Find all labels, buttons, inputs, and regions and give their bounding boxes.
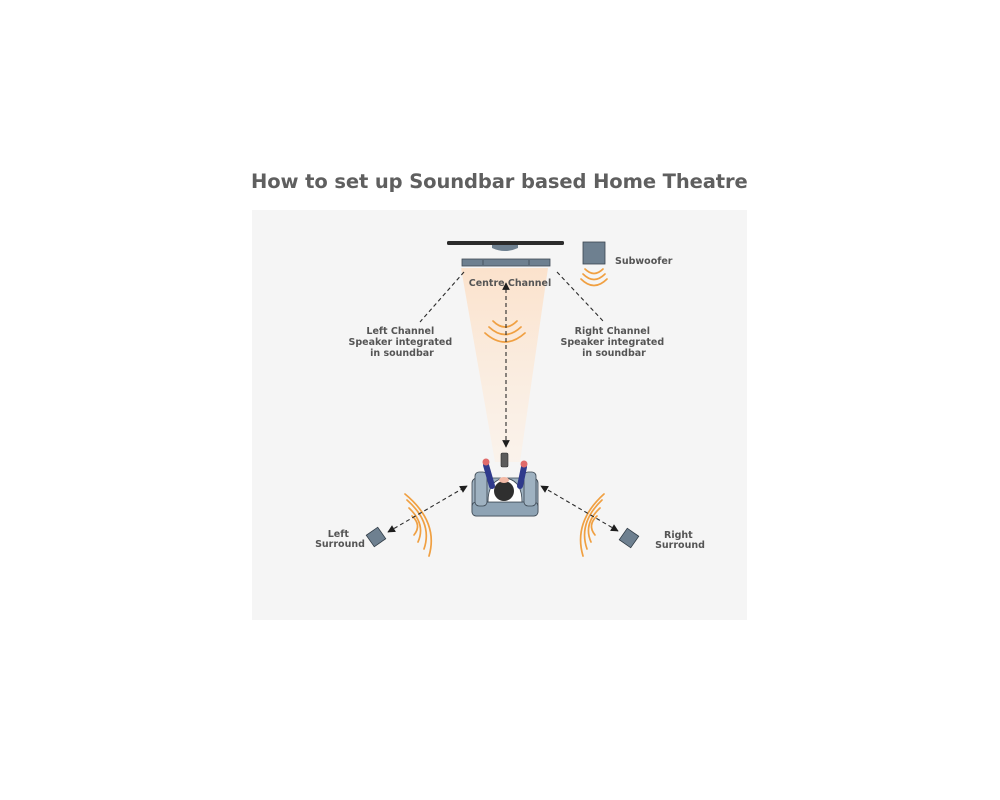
subwoofer-label: Subwoofer xyxy=(615,256,673,267)
subwoofer-sound-wave-icon xyxy=(580,268,608,287)
right-surround-label: Right Surround xyxy=(655,530,705,551)
left-surround-arrow xyxy=(387,485,468,533)
right-surround-arrow xyxy=(540,485,619,532)
diagram-title: How to set up Soundbar based Home Theatr… xyxy=(251,170,748,193)
right-surround-sound-wave-icon xyxy=(579,493,605,557)
diagram-panel: Subwoofer Centre Channel Left Channel Sp… xyxy=(252,210,747,620)
left-surround-speaker-icon xyxy=(365,526,387,548)
person-in-armchair-icon xyxy=(471,452,539,517)
left-surround-sound-wave-icon xyxy=(404,493,433,557)
subwoofer-icon xyxy=(582,241,606,265)
right-channel-leader xyxy=(556,271,605,323)
home-theatre-diagram: Subwoofer Centre Channel Left Channel Sp… xyxy=(315,241,705,557)
left-channel-label: Left Channel Speaker integrated in sound… xyxy=(349,326,456,359)
soundbar-icon xyxy=(461,258,551,267)
left-channel-leader xyxy=(419,271,465,323)
left-surround-label: Left Surround xyxy=(315,529,365,550)
right-surround-speaker-icon xyxy=(618,527,640,549)
tv-icon xyxy=(447,241,564,251)
remote-icon xyxy=(500,452,509,468)
right-channel-label: Right Channel Speaker integrated in soun… xyxy=(561,326,668,359)
centre-channel-label: Centre Channel xyxy=(469,278,552,289)
sound-cone xyxy=(461,268,548,462)
